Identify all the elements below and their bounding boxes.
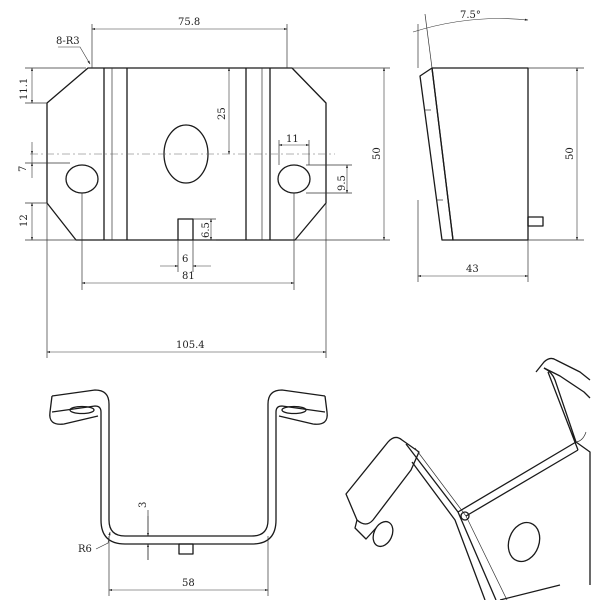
dim-side-depth: 43 — [466, 264, 479, 275]
side-tab — [527, 216, 544, 227]
dim-total-height: 50 — [372, 147, 383, 160]
dim-angle: 7.5° — [460, 10, 481, 21]
iso-right-wall — [543, 367, 579, 451]
side-flange — [419, 67, 454, 241]
iso-left-wall-bend — [414, 447, 508, 600]
isometric-view — [345, 357, 591, 600]
dim-hole-offset: 7 — [18, 166, 29, 172]
u-profile-inner — [51, 405, 326, 545]
dim-inner-width: 58 — [182, 578, 195, 589]
iso-left-wall — [405, 443, 497, 600]
dim-overall-width: 105.4 — [176, 340, 205, 351]
dim-slot-width: 11 — [286, 134, 299, 145]
dim-upper-height: 25 — [217, 107, 228, 120]
u-profile-outer — [51, 389, 326, 537]
dim-thickness: 3 — [138, 502, 149, 508]
dim-tab-width: 6 — [182, 254, 188, 265]
iso-center-panel — [457, 441, 591, 600]
side-view: 7.5° 50 43 — [412, 10, 584, 282]
side-outline — [431, 67, 529, 241]
dim-left-edge: 11.1 — [19, 78, 30, 100]
iso-bend-mark — [460, 511, 470, 521]
iso-right-flange — [535, 357, 591, 399]
bottom-tab — [177, 218, 194, 240]
dim-slot-height: 9.5 — [337, 175, 348, 191]
dim-tab-height: 6.5 — [201, 222, 212, 238]
left-flange-slot — [69, 405, 95, 415]
dim-hole-spacing: 81 — [182, 271, 195, 282]
iso-left-flange-front — [354, 519, 377, 540]
iso-center-hole — [507, 521, 541, 563]
right-flange-slot — [281, 405, 307, 415]
iso-left-slot — [372, 520, 394, 548]
left-mounting-slot — [65, 164, 99, 194]
dim-bend-radius: R6 — [78, 544, 92, 555]
iso-left-flange — [345, 436, 420, 525]
bottom-view: 3 R6 58 — [49, 389, 328, 596]
dim-side-height: 50 — [565, 147, 576, 160]
right-flange-outline — [278, 395, 328, 425]
bottom-tab-view — [178, 543, 194, 555]
dim-bottom-edge: 12 — [19, 214, 30, 227]
dim-top-width: 75.8 — [178, 17, 200, 28]
front-view: 75.8 8-R3 11.1 25 50 11 7 9.5 — [18, 17, 390, 358]
dim-corner-radius: 8-R3 — [56, 36, 80, 47]
left-flange-outline — [49, 395, 99, 425]
right-mounting-slot — [277, 164, 311, 194]
